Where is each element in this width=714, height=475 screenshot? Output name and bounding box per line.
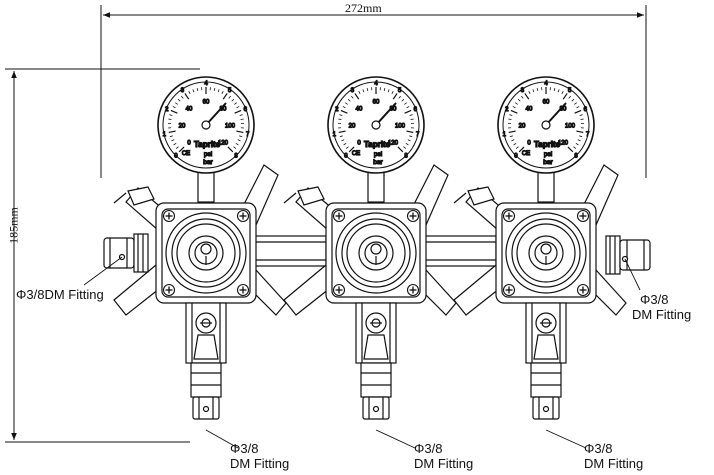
check-valve bbox=[191, 363, 221, 397]
right-fitting-label-line1: Φ3/8 bbox=[640, 293, 668, 307]
gauge-brand: Taprite bbox=[364, 140, 391, 149]
bottom-fitting-1-line2: DM Fitting bbox=[230, 457, 289, 471]
psi-tick-label: 40 bbox=[526, 107, 533, 113]
left-side-fitting bbox=[104, 234, 148, 272]
gauge-unit-psi: psi bbox=[544, 151, 552, 158]
psi-tick-label: 40 bbox=[186, 107, 193, 113]
psi-tick-label: 60 bbox=[543, 100, 550, 106]
gauge-neck bbox=[538, 170, 554, 202]
gauge-unit-psi: psi bbox=[374, 151, 382, 158]
right-fitting-label-line2: DM Fitting bbox=[632, 308, 691, 322]
bottom-fitting-2-line2: DM Fitting bbox=[414, 457, 473, 471]
psi-tick-label: 20 bbox=[349, 124, 356, 130]
gauge-brand: Taprite bbox=[534, 140, 561, 149]
check-valve bbox=[361, 363, 391, 397]
bottom-fitting-3-line2: DM Fitting bbox=[584, 457, 643, 471]
gauge-ce-mark: CE bbox=[522, 151, 530, 157]
psi-tick-label: 20 bbox=[519, 124, 526, 130]
gauge-unit-bar: bar bbox=[543, 159, 553, 166]
gauge-brand: Taprite bbox=[194, 140, 221, 149]
psi-tick-label: 100 bbox=[225, 124, 236, 130]
height-label: 185mm bbox=[7, 202, 22, 250]
width-label: 272mm bbox=[345, 1, 382, 16]
psi-tick-label: 100 bbox=[565, 124, 576, 130]
gauge-neck bbox=[368, 170, 384, 202]
bottom-fitting-1-line1: Φ3/8 bbox=[230, 442, 258, 456]
check-valve bbox=[531, 363, 561, 397]
psi-tick-label: 100 bbox=[395, 124, 406, 130]
left-fitting-label: Φ3/8DM Fitting bbox=[16, 288, 104, 302]
psi-tick-label: 60 bbox=[373, 100, 380, 106]
bottom-fitting-2-line1: Φ3/8 bbox=[414, 442, 442, 456]
psi-tick-label: 40 bbox=[356, 107, 363, 113]
gauge-unit-psi: psi bbox=[204, 151, 212, 158]
gauge-neck bbox=[198, 170, 214, 202]
gauge-ce-mark: CE bbox=[352, 151, 360, 157]
gauge-unit-bar: bar bbox=[373, 159, 383, 166]
psi-tick-label: 20 bbox=[179, 124, 186, 130]
psi-tick-label: 60 bbox=[203, 100, 210, 106]
bottom-fitting-3-line1: Φ3/8 bbox=[584, 442, 612, 456]
gauge-unit-bar: bar bbox=[203, 159, 213, 166]
gauge-ce-mark: CE bbox=[182, 151, 190, 157]
right-side-fitting bbox=[606, 236, 650, 274]
